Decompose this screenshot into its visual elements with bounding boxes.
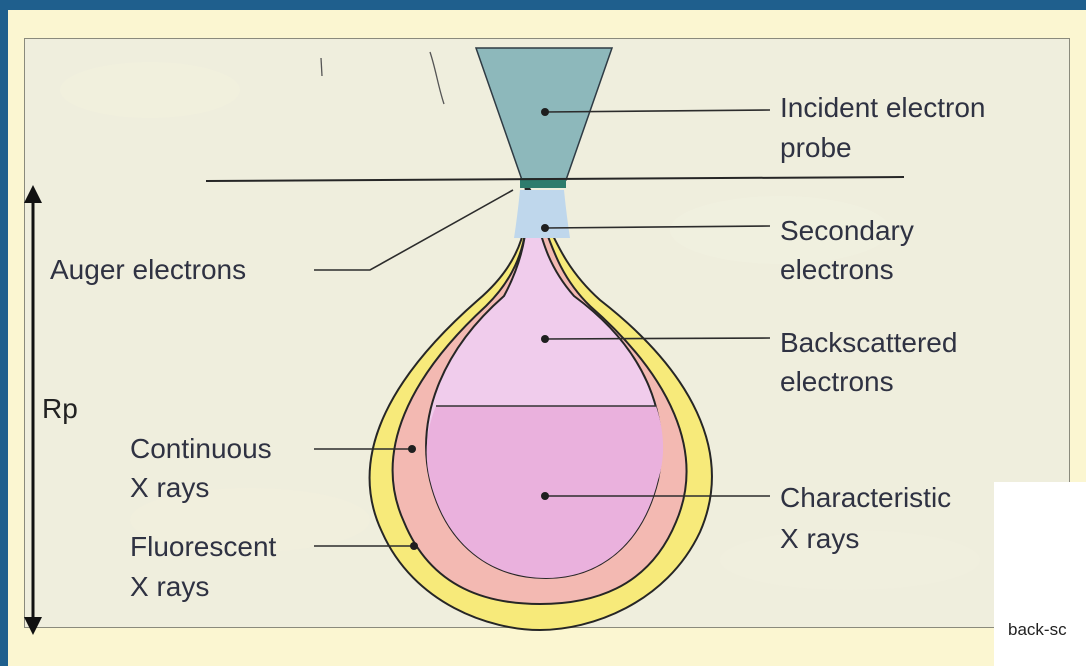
characteristic-xrays-label-line-2: X rays [780, 523, 859, 554]
secondary-electron-region [514, 190, 570, 238]
fluorescent-xrays-label-line-2: X rays [130, 571, 209, 602]
scratch-mark-left [321, 58, 322, 76]
auger-electrons-label: Auger electrons [50, 254, 246, 285]
continuous-leader-dot [408, 445, 416, 453]
backscattered-electrons-label-line-2: electrons [780, 366, 894, 397]
rp-label: Rp [42, 393, 78, 424]
continuous-xrays-label-line-2: X rays [130, 472, 209, 503]
secondary-electrons-label-line-1: Secondary [780, 215, 914, 246]
characteristic-leader-dot [541, 492, 549, 500]
scratch-mark-right [430, 52, 444, 104]
characteristic-xrays-label-line-1: Characteristic [780, 482, 951, 513]
backscattered-leader-line [545, 338, 770, 339]
incident-probe-label-line-1: Incident electron [780, 92, 985, 123]
backscattered-leader-dot [541, 335, 549, 343]
auger-leader-line [314, 190, 513, 270]
incident-leader-dot [541, 108, 549, 116]
incident-probe-label-line-2: probe [780, 132, 852, 163]
secondary-electrons-label-line-2: electrons [780, 254, 894, 285]
backscattered-electrons-label-line-1: Backscattered [780, 327, 957, 358]
continuous-xrays-label-line-1: Continuous [130, 433, 272, 464]
fluorescent-leader-dot [410, 542, 418, 550]
fluorescent-xrays-label-line-1: Fluorescent [130, 531, 277, 562]
secondary-leader-dot [541, 224, 549, 232]
inset-partial-text: back-sc [1008, 620, 1067, 640]
